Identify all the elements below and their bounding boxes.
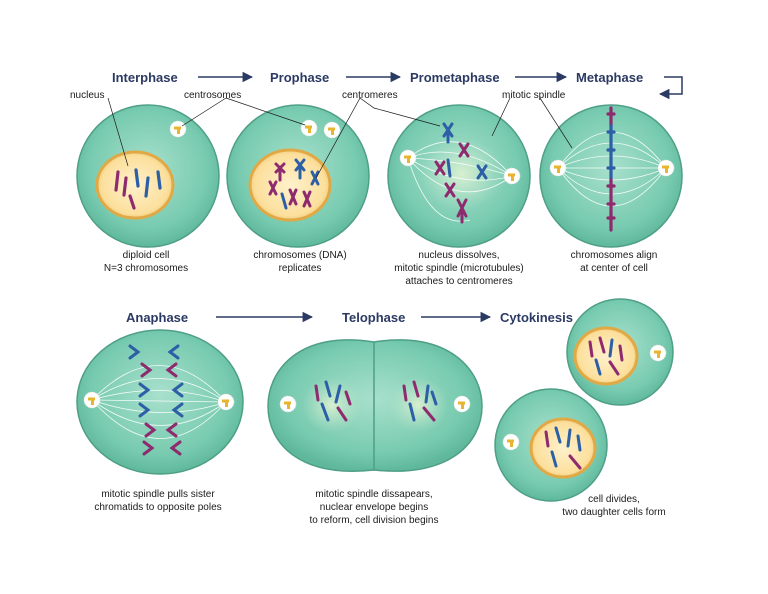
- caption-interphase-line-1: diploid cell: [123, 250, 170, 261]
- centrosome-icon: [453, 395, 471, 413]
- caption-metaphase-line-1: chromosomes align: [571, 250, 658, 261]
- centrosome-icon: [83, 391, 101, 409]
- caption-prometaphase-line-1: nucleus dissolves,: [418, 250, 499, 261]
- centrosome-icon: [323, 121, 341, 139]
- caption-telophase-line-1: mitotic spindle dissapears,: [315, 489, 432, 500]
- caption-cytokinesis-line-1: cell divides,: [588, 494, 640, 505]
- phase-title-prometaphase: Prometaphase: [410, 70, 500, 85]
- cell-interphase: [76, 97, 227, 248]
- cell-prometaphase: [359, 97, 531, 248]
- caption-prometaphase-line-3: attaches to centromeres: [405, 276, 512, 287]
- caption-telophase-line-3: to reform, cell division begins: [310, 515, 439, 526]
- phase-title-cytokinesis: Cytokinesis: [500, 310, 573, 325]
- centrosome-icon: [399, 149, 417, 167]
- phase-title-prophase: Prophase: [270, 70, 329, 85]
- caption-telophase-line-2: nuclear envelope begins: [320, 502, 428, 513]
- cell-anaphase: [76, 329, 244, 475]
- cell-prophase: [225, 97, 370, 248]
- centrosome-icon: [300, 119, 318, 137]
- label-mitotic-spindle: mitotic spindle: [502, 90, 566, 101]
- centrosome-icon: [657, 159, 675, 177]
- label-centrosomes: centrosomes: [184, 90, 241, 101]
- arrow-metaphase-wrap: [658, 76, 683, 100]
- cell-cytokinesis-lower: [494, 388, 608, 502]
- centrosome-icon: [649, 344, 667, 362]
- cell-metaphase: [539, 97, 683, 248]
- phase-title-anaphase: Anaphase: [126, 310, 188, 325]
- caption-prometaphase-line-2: mitotic spindle (microtubules): [394, 263, 524, 274]
- cell-telophase: [267, 339, 483, 472]
- centrosome-icon: [549, 159, 567, 177]
- caption-metaphase-line-2: at center of cell: [580, 263, 648, 274]
- caption-anaphase-line-1: mitotic spindle pulls sister: [101, 489, 215, 500]
- centrosome-icon: [169, 120, 187, 138]
- centrosome-icon: [217, 393, 235, 411]
- caption-prophase-line-2: replicates: [279, 263, 322, 274]
- caption-interphase-line-2: N=3 chromosomes: [104, 263, 188, 274]
- cell-cytokinesis-upper: [566, 298, 674, 406]
- centrosome-icon: [502, 433, 520, 451]
- label-centromeres: centromeres: [342, 90, 398, 101]
- phase-title-interphase: Interphase: [112, 70, 178, 85]
- label-nucleus: nucleus: [70, 90, 104, 101]
- caption-prophase-line-1: chromosomes (DNA): [253, 250, 346, 261]
- centrosome-icon: [279, 395, 297, 413]
- caption-anaphase-line-2: chromatids to opposite poles: [94, 502, 221, 513]
- centrosome-icon: [503, 167, 521, 185]
- caption-cytokinesis-line-2: two daughter cells form: [562, 507, 665, 518]
- phase-title-metaphase: Metaphase: [576, 70, 643, 85]
- phase-title-telophase: Telophase: [342, 310, 405, 325]
